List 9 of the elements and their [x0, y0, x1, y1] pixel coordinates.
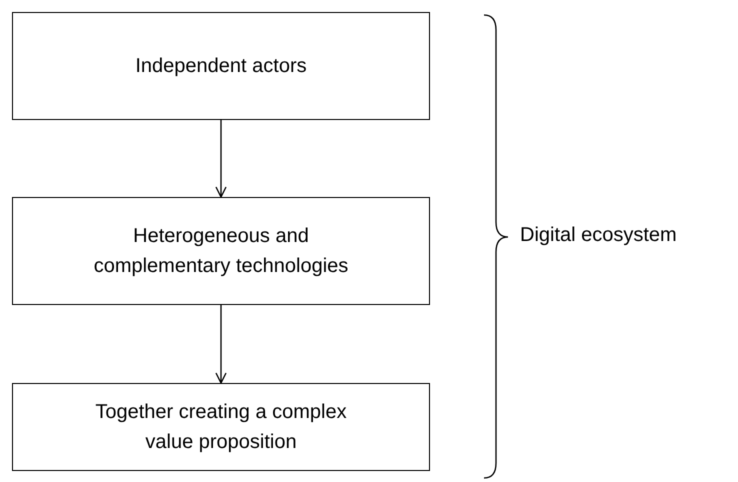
brace-label: Digital ecosystem [520, 224, 677, 247]
box-text: Independent actors [134, 54, 308, 79]
process-box [12, 383, 430, 471]
process-box [12, 197, 430, 305]
arrow [215, 305, 227, 384]
arrow [215, 120, 227, 198]
process-box [12, 12, 430, 120]
box-text: Together creating a complex value proposition [94, 400, 348, 455]
box-text: Heterogeneous and complementary technologies [92, 224, 350, 279]
